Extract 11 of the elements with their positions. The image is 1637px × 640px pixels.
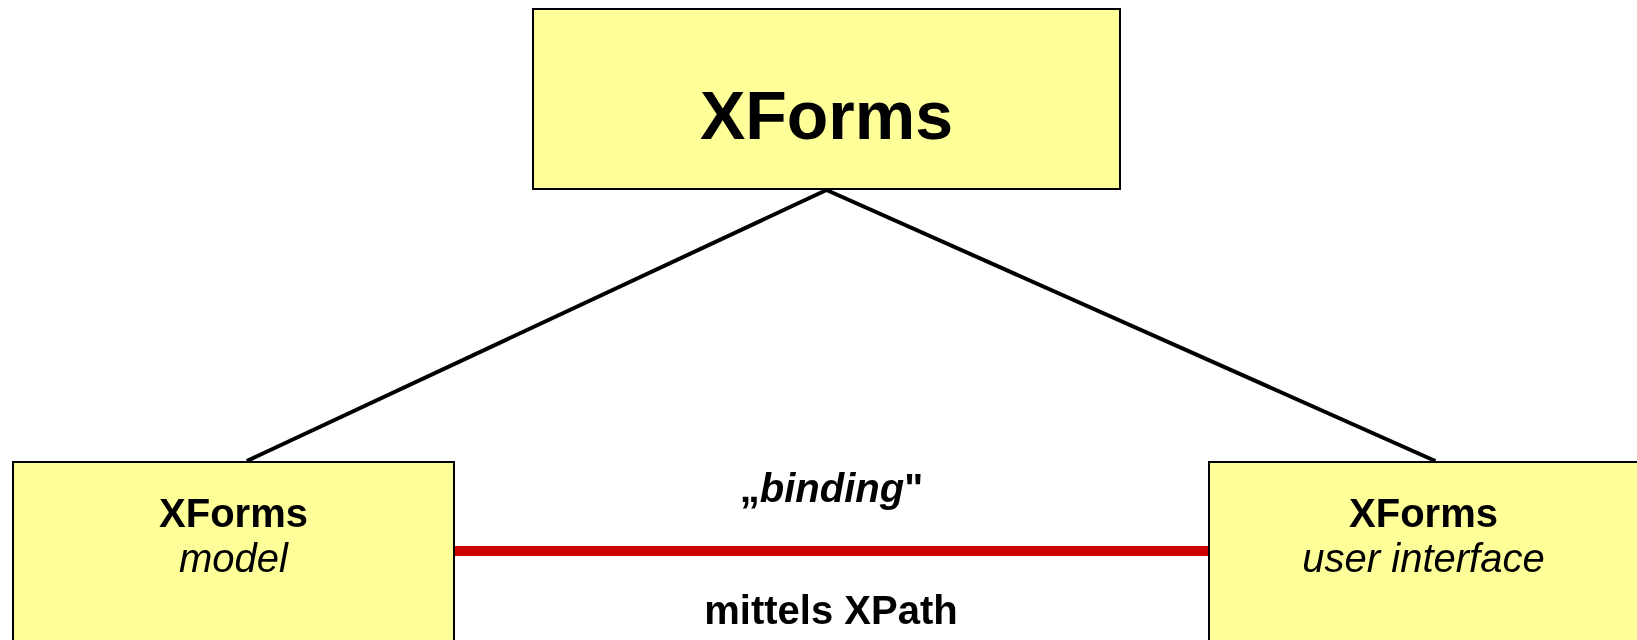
connector-line [825, 188, 1437, 463]
box [532, 8, 1121, 190]
connector-line [245, 188, 828, 463]
node-subtitle: user interface [1302, 536, 1545, 581]
node-title: XForms [159, 491, 308, 536]
box [1208, 461, 1637, 640]
box [12, 461, 455, 640]
node-title: XForms [1349, 491, 1498, 536]
connector-line [455, 546, 1208, 556]
node-title: XForms [699, 76, 954, 154]
node-subtitle: model [179, 536, 288, 581]
